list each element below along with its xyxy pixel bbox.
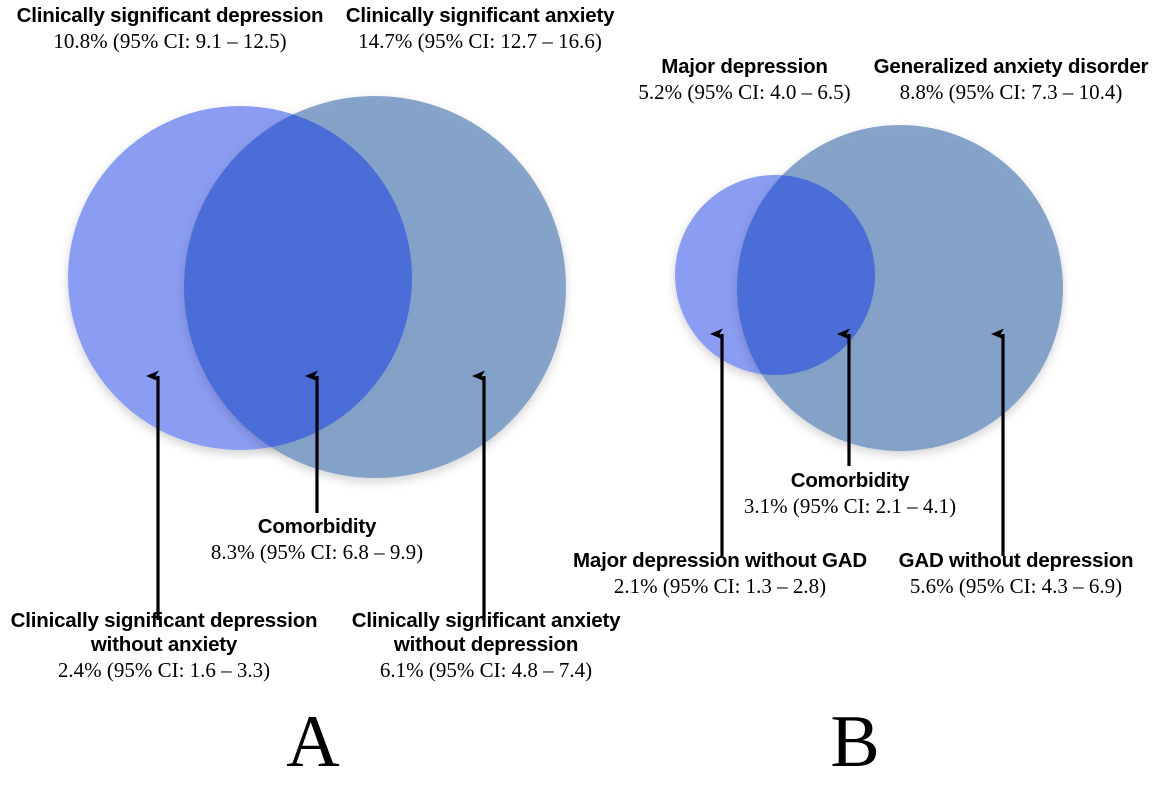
panel-a-venn-circles	[68, 96, 566, 478]
panel-b-label-depression-without-gad-title: Major depression without GAD	[573, 549, 867, 572]
panel-a-label-comorbidity-title: Comorbidity	[257, 515, 377, 538]
panel-b-label-major-depression: Major depression 5.2% (95% CI: 4.0 – 6.5…	[622, 55, 867, 105]
panel-b-venn-circles	[675, 125, 1063, 451]
panel-b-label-gad-without-depression: GAD without depression 5.6% (95% CI: 4.3…	[885, 549, 1147, 599]
panel-a-arrows	[146, 370, 486, 620]
panel-a-label-comorbidity-value: 8.3% (95% CI: 6.8 – 9.9)	[210, 539, 424, 564]
panel-b-label-comorbidity-value: 3.1% (95% CI: 2.1 – 4.1)	[743, 493, 957, 518]
panel-b-label-gad: Generalized anxiety disorder 8.8% (95% C…	[868, 55, 1154, 105]
panel-b-label-major-depression-title: Major depression	[661, 55, 828, 78]
panel-a-label-depression-title: Clinically significant depression	[16, 4, 324, 27]
panel-b-label-gad-value: 8.8% (95% CI: 7.3 – 10.4)	[899, 79, 1123, 104]
panel-a-label-anxiety-without-depression-value: 6.1% (95% CI: 4.8 – 7.4)	[379, 657, 593, 682]
panel-a-label-anxiety-value: 14.7% (95% CI: 12.7 – 16.6)	[358, 28, 602, 53]
panel-b-label-gad-without-depression-title: GAD without depression	[898, 549, 1134, 572]
panel-b-label-comorbidity-title: Comorbidity	[790, 469, 910, 492]
panel-a-label-anxiety-without-depression-title-line2: without depression	[393, 632, 579, 656]
panel-a-letter: A	[286, 701, 340, 783]
panel-a-label-depression-without-anxiety-value: 2.4% (95% CI: 1.6 – 3.3)	[57, 657, 271, 682]
panel-a-label-depression-value: 10.8% (95% CI: 9.1 – 12.5)	[53, 28, 287, 53]
panel-b-label-depression-without-gad: Major depression without GAD 2.1% (95% C…	[560, 549, 880, 599]
panel-a-label-depression-without-anxiety: Clinically significant depression withou…	[4, 609, 324, 683]
panel-a-label-anxiety-without-depression-title-line1: Clinically significant anxiety	[351, 609, 621, 632]
panel-b-arrows	[710, 328, 1005, 556]
panel-b-letter: B	[830, 701, 880, 783]
panel-a-comorbidity-overlap	[184, 106, 412, 450]
panel-a-label-anxiety: Clinically significant anxiety 14.7% (95…	[330, 4, 630, 54]
panel-a-label-anxiety-title: Clinically significant anxiety	[345, 4, 615, 27]
panel-b-label-gad-without-depression-value: 5.6% (95% CI: 4.3 – 6.9)	[909, 573, 1123, 598]
panel-b-label-gad-title: Generalized anxiety disorder	[873, 55, 1149, 78]
panel-a-label-comorbidity: Comorbidity 8.3% (95% CI: 6.8 – 9.9)	[177, 515, 457, 565]
panel-b-label-major-depression-value: 5.2% (95% CI: 4.0 – 6.5)	[638, 79, 851, 104]
panel-a-label-depression-without-anxiety-title-line1: Clinically significant depression	[10, 609, 318, 632]
panel-a-label-depression: Clinically significant depression 10.8% …	[10, 4, 330, 54]
panel-b-label-comorbidity: Comorbidity 3.1% (95% CI: 2.1 – 4.1)	[710, 469, 990, 519]
panel-a-label-anxiety-without-depression: Clinically significant anxiety without d…	[336, 609, 636, 683]
panel-b-label-depression-without-gad-value: 2.1% (95% CI: 1.3 – 2.8)	[613, 573, 827, 598]
panel-a-label-depression-without-anxiety-title-line2: without anxiety	[90, 632, 238, 656]
